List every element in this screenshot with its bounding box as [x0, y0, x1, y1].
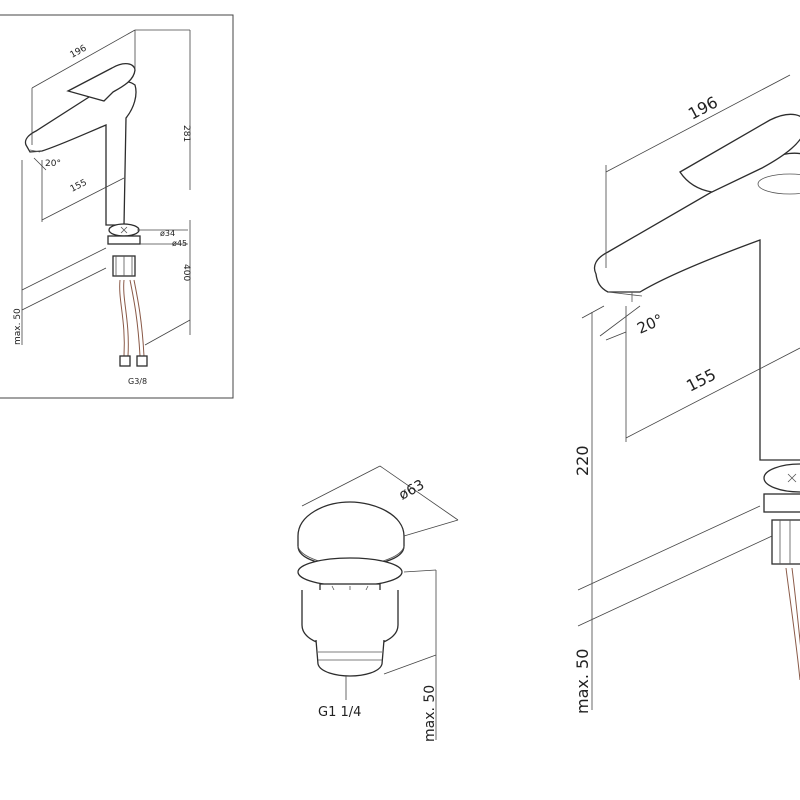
large-dim-155-line: [625, 347, 800, 439]
large-threaded-shank: [771, 519, 800, 565]
drain-dim-thread-label: G1 1/4: [318, 705, 361, 720]
large-base-ellipse: [763, 463, 800, 493]
large-hose: [791, 567, 800, 646]
large-dim-196-line: [605, 74, 791, 173]
small-dim-max50-ext: [21, 267, 107, 311]
drain-dim-63-line: [379, 465, 459, 521]
small-dim-400-label: 400: [181, 264, 191, 281]
small-hose-left: [123, 279, 129, 357]
small-dim-155-label: 155: [69, 178, 89, 195]
large-base-cross: [787, 473, 797, 483]
large-handle-base: [757, 173, 800, 195]
large-dim-220-ext: [577, 505, 761, 591]
small-dim-hole-label: ø34: [160, 229, 175, 238]
large-dim-220-ext: [581, 305, 605, 319]
small-faucet-handle: [66, 63, 136, 102]
small-dim-155-line: [41, 177, 125, 221]
small-faucet-view: 196 281 20° 155 220 ø34 ø45 400 max. 50 …: [0, 14, 234, 399]
large-dim-angle-line: [605, 331, 627, 341]
small-dim-angle-label: 20°: [45, 159, 61, 169]
large-dim-196-label: 196: [685, 92, 721, 123]
drain-dim-63-ext: [403, 519, 459, 537]
small-dim-196-line: [31, 29, 136, 89]
drain-dim-max50-ext: [403, 569, 437, 573]
drain-cap: [297, 501, 405, 567]
large-dim-155-label: 155: [683, 365, 719, 396]
small-base-ring: [107, 235, 141, 245]
drain-view: ø63 G1 1/4 max. 50: [297, 465, 459, 742]
large-dim-angle-line: [599, 305, 641, 337]
large-dim-max50-ext: [577, 535, 773, 627]
large-base-ring: [763, 493, 800, 513]
small-hose-nut: [136, 355, 148, 367]
small-faucet-body: [24, 80, 137, 226]
small-dim-thread-label: G3/8: [128, 377, 147, 386]
small-dim-base-label: ø45: [172, 239, 187, 248]
drain-flange: [297, 557, 403, 587]
drain-tail: [315, 639, 385, 677]
large-faucet-handle: [679, 113, 800, 193]
drain-dim-max50-ext: [383, 654, 437, 675]
small-hose-nut: [119, 355, 131, 367]
small-dim-angle-arc: [33, 157, 47, 171]
small-hose-right: [129, 279, 141, 357]
small-dim-220-ext: [21, 247, 107, 291]
large-faucet-body: [593, 152, 800, 461]
drain-dim-max50-label: max. 50: [422, 685, 438, 742]
small-dim-281-label: 281: [181, 125, 191, 142]
small-hose-right: [133, 279, 145, 357]
drain-dim-63-line: [301, 465, 381, 507]
small-base-cross: [120, 226, 128, 234]
large-faucet-view: 196 20° 155 220 max. 50: [573, 74, 800, 714]
small-spout-tip: [29, 149, 41, 153]
drain-body: [301, 590, 399, 649]
large-hose: [785, 567, 800, 681]
large-dim-angle-label: 20°: [634, 310, 666, 337]
small-dim-max50-label: max. 50: [13, 308, 23, 345]
small-hose-left: [119, 279, 125, 357]
large-spout-tip: [607, 291, 643, 297]
view-frame: [0, 14, 234, 399]
large-dim-220-label: 220: [573, 445, 592, 476]
large-dim-max50-label: max. 50: [573, 649, 592, 714]
small-dim-400-ext: [144, 319, 191, 346]
